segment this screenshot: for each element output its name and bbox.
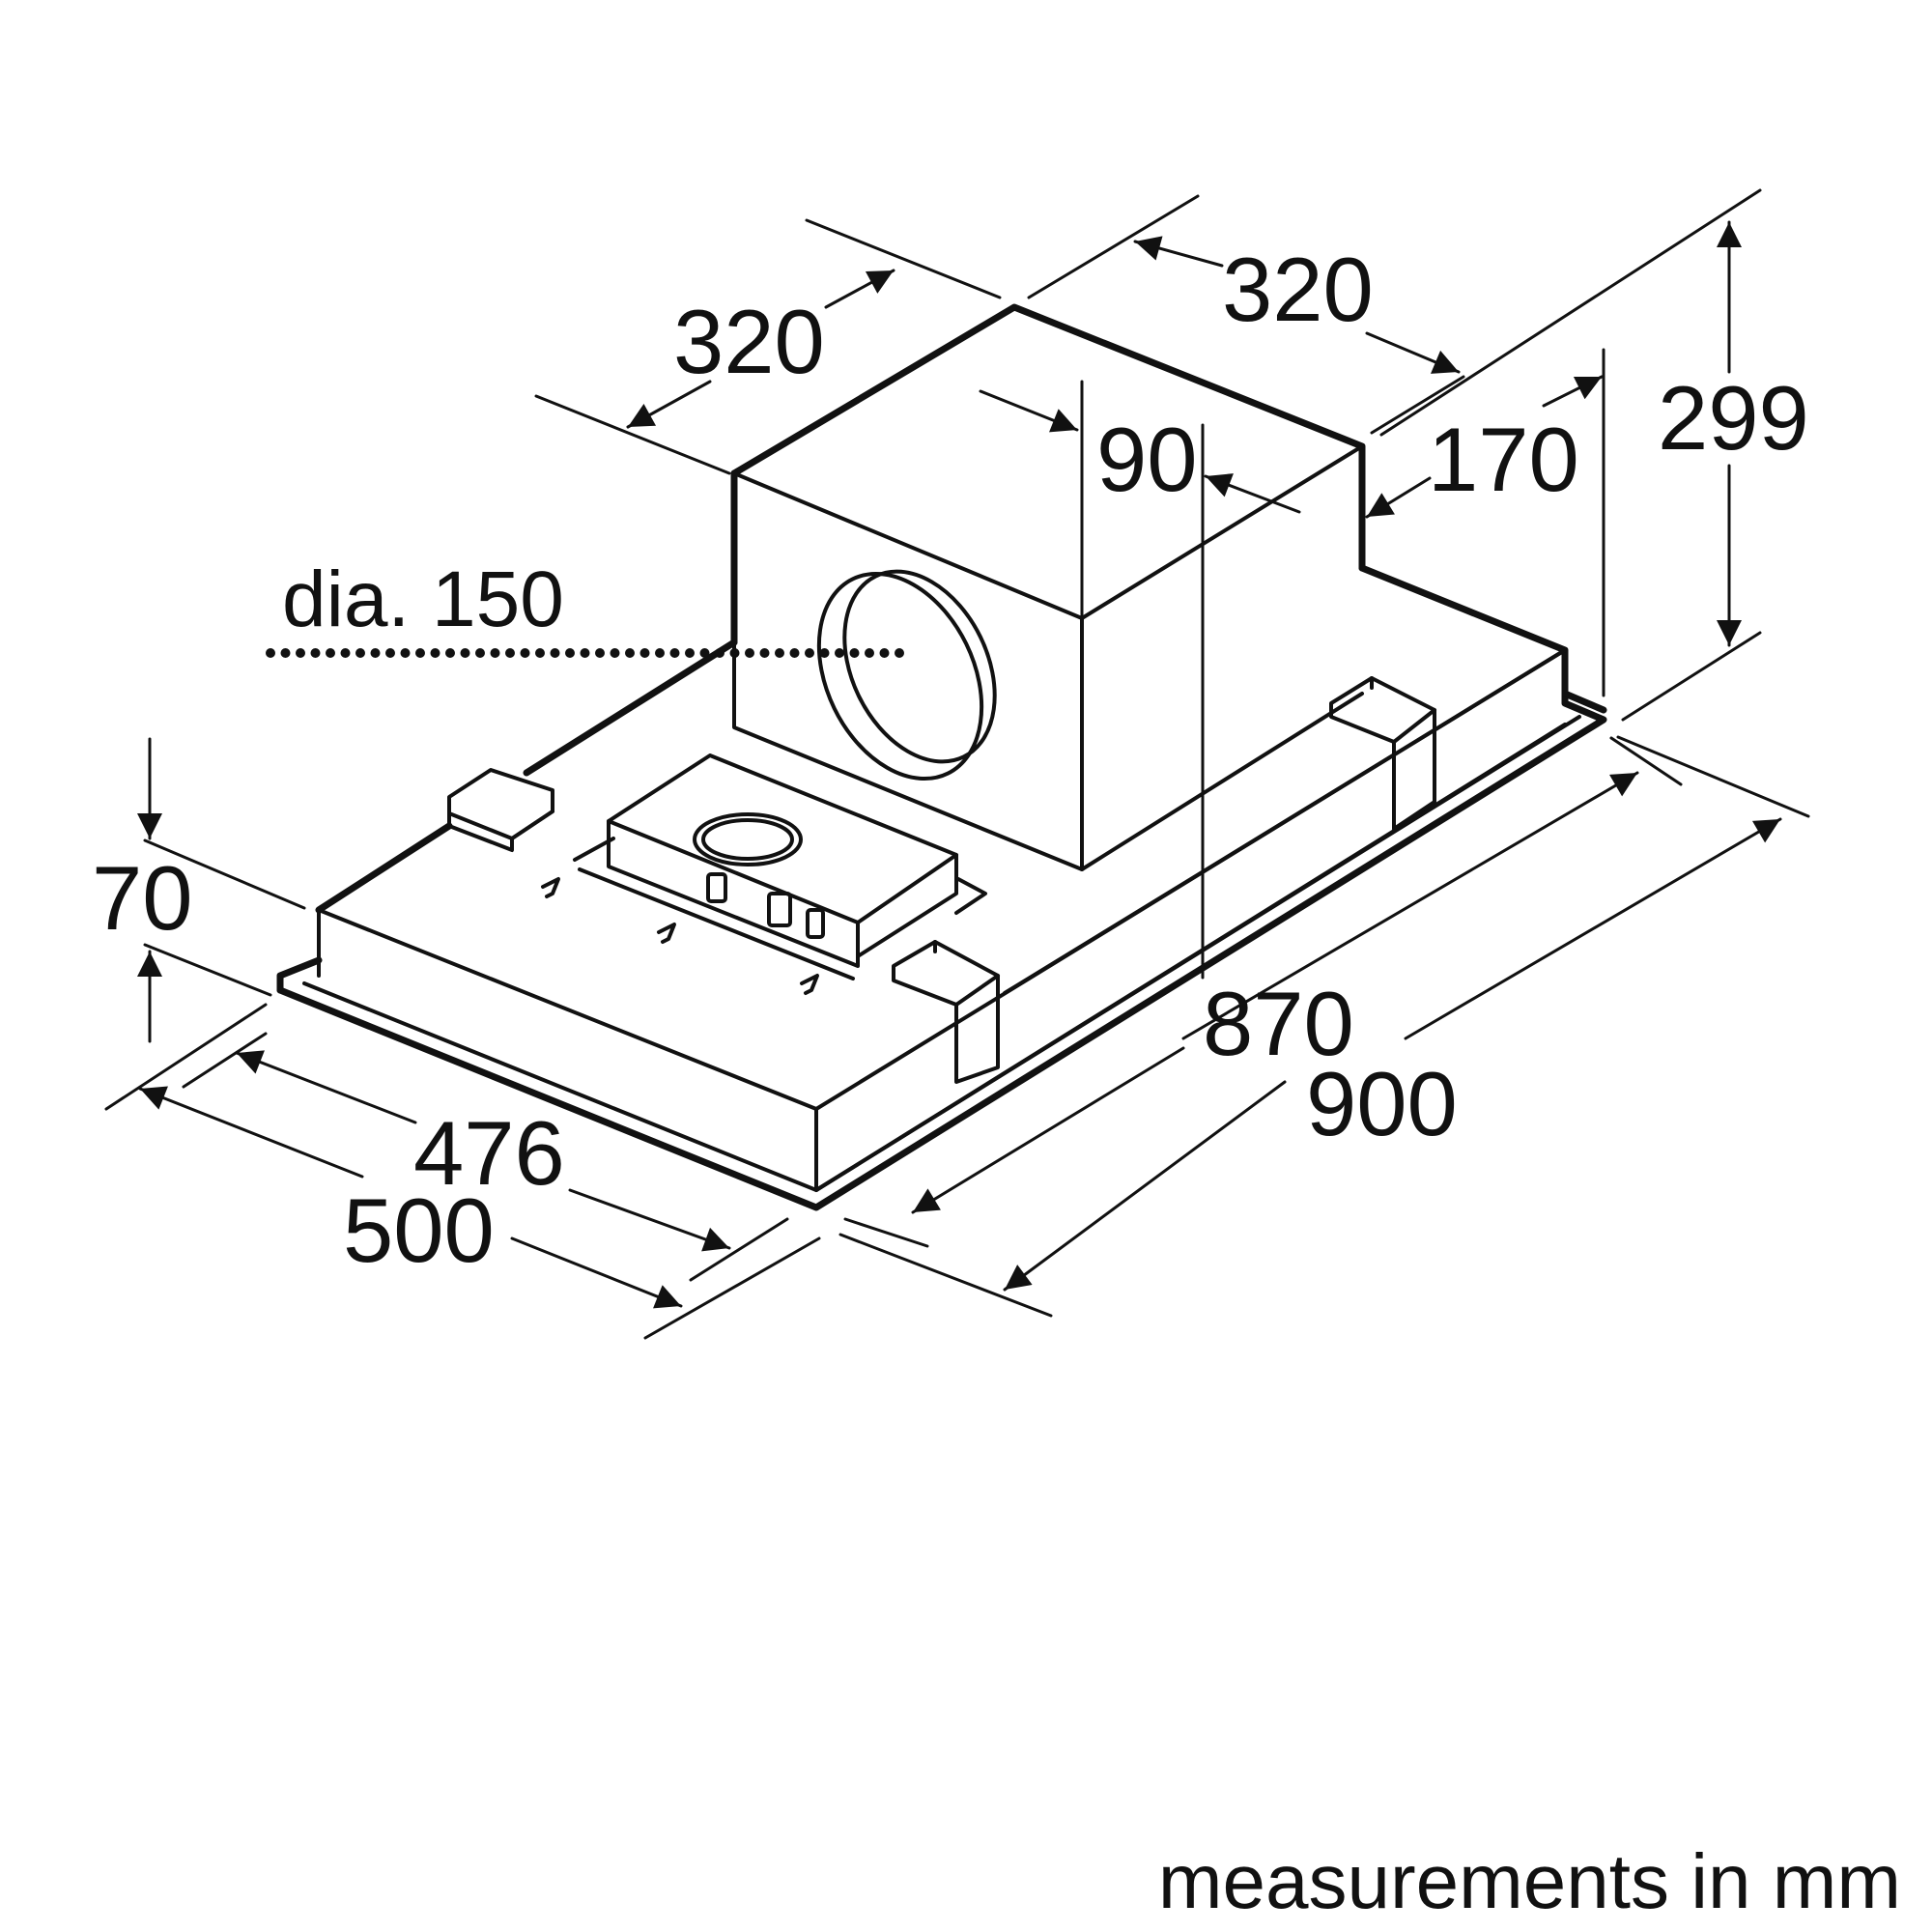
hood-body [276,303,1607,1211]
label-depth-inner: 476 [413,1102,565,1204]
fan-unit [541,753,987,995]
label-duct-width: 320 [1222,239,1374,340]
main-box-top [315,822,453,914]
label-duct-diameter: dia. 150 [282,555,564,643]
duct-box-outline [730,303,1366,572]
units-caption: measurements in mm [1158,1838,1901,1924]
label-width-inner: 870 [1203,973,1354,1074]
duct-outlet [816,569,997,781]
dimension-labels: 320 320 299 90 170 dia. 150 70 476 500 8… [92,239,1809,1281]
dimension-lines [104,188,1810,1340]
rear-bracket [1329,676,1436,831]
label-depth-outer: 500 [343,1179,495,1281]
duct-box-edges [732,444,1364,620]
left-bracket [447,768,554,852]
front-bracket [892,940,1000,1084]
label-duct-offset: 90 [1096,409,1198,510]
label-duct-height: 170 [1428,409,1579,510]
label-width-outer: 900 [1306,1053,1458,1154]
label-duct-depth: 320 [673,291,825,392]
label-frame-height: 70 [92,847,193,949]
label-total-height: 299 [1658,367,1809,469]
outer-frame [276,690,1607,1211]
